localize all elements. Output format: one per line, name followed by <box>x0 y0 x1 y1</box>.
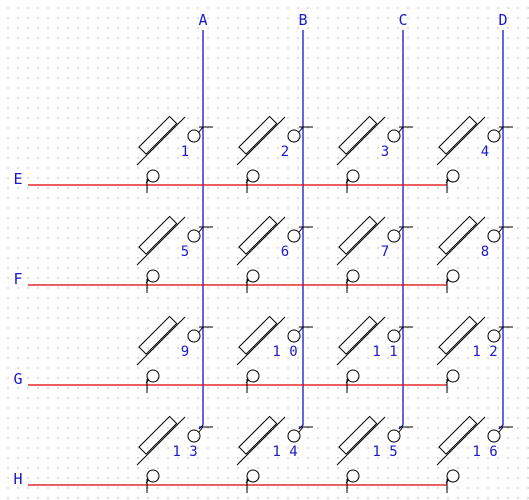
row-wire-f: F <box>13 270 447 288</box>
key-switch-13: 1 3 <box>136 415 213 493</box>
row-label: F <box>13 270 22 288</box>
column-wire-d: D <box>498 11 508 430</box>
key-number: 4 <box>481 144 489 160</box>
row-label: G <box>13 370 22 388</box>
column-wire-c: C <box>398 11 408 430</box>
key-number: 5 <box>181 244 189 260</box>
column-label: A <box>198 11 207 29</box>
column-label: D <box>498 11 507 29</box>
key-switch-2: 2 <box>236 115 313 193</box>
column-label: B <box>298 11 307 29</box>
key-switch-16: 1 6 <box>436 415 513 493</box>
key-switch-4: 4 <box>436 115 513 193</box>
key-number: 6 <box>281 244 289 260</box>
column-wire-a: A <box>198 11 208 430</box>
column-wire-b: B <box>298 11 308 430</box>
key-switch-6: 6 <box>236 215 313 293</box>
key-number: 1 2 <box>472 344 497 360</box>
key-number: 8 <box>481 244 489 260</box>
column-label: C <box>398 11 407 29</box>
key-switch-15: 1 5 <box>336 415 413 493</box>
key-switch-5: 5 <box>136 215 213 293</box>
key-number: 2 <box>281 144 289 160</box>
row-label: E <box>13 170 22 188</box>
key-switch-3: 3 <box>336 115 413 193</box>
row-wire-h: H <box>13 470 447 488</box>
row-wire-g: G <box>13 370 447 388</box>
key-number: 1 1 <box>372 344 397 360</box>
key-number: 1 5 <box>372 444 397 460</box>
key-number: 3 <box>381 144 389 160</box>
key-number: 7 <box>381 244 389 260</box>
key-switch-12: 1 2 <box>436 315 513 393</box>
key-number: 1 0 <box>272 344 297 360</box>
key-switch-1: 1 <box>136 115 213 193</box>
key-number: 1 6 <box>472 444 497 460</box>
key-switch-10: 1 0 <box>236 315 313 393</box>
key-switch-14: 1 4 <box>236 415 313 493</box>
key-switch-7: 7 <box>336 215 413 293</box>
key-number: 1 3 <box>172 444 197 460</box>
key-number: 9 <box>181 344 189 360</box>
key-switch-8: 8 <box>436 215 513 293</box>
key-switch-11: 1 1 <box>336 315 413 393</box>
key-number: 1 <box>181 144 189 160</box>
row-wire-e: E <box>13 170 447 188</box>
row-label: H <box>13 470 22 488</box>
key-number: 1 4 <box>272 444 297 460</box>
key-switch-9: 9 <box>136 315 213 393</box>
